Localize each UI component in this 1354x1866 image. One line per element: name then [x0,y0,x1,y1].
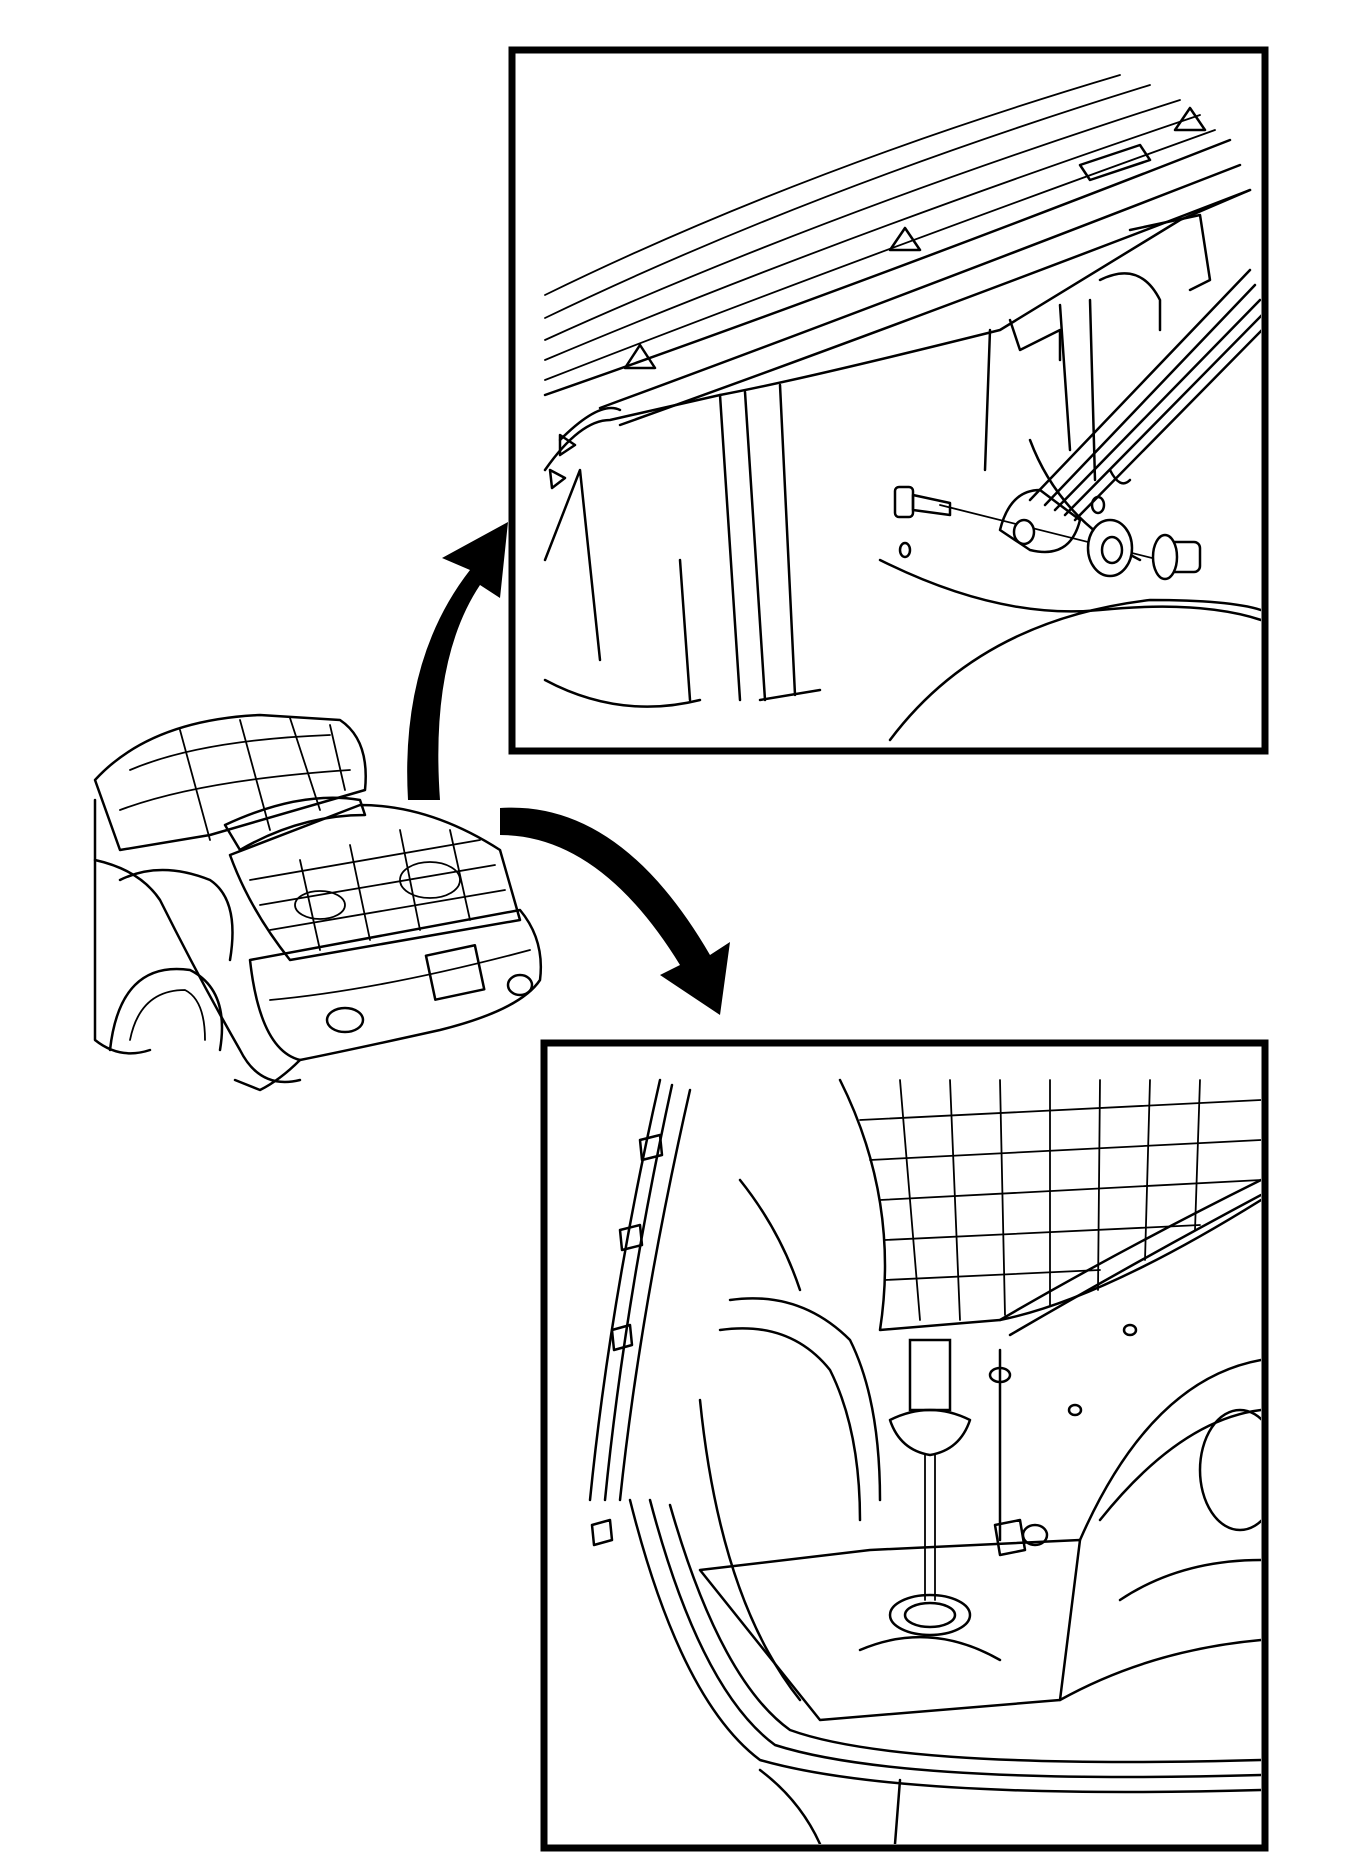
left-weatherstrip [588,1078,1261,1794]
vehicle-overview [93,713,542,1092]
lower-detail-frame [540,1039,1269,1852]
curved-arrow-up-icon [407,522,508,800]
curved-arrow-down-icon [500,807,730,1015]
upper-detail-panel [508,46,1269,755]
body-side [93,798,152,1055]
upper-detail-frame [508,46,1269,755]
push-retainer-icon [888,1408,972,1457]
stud-icon [908,1338,952,1412]
tail-lamp-left [325,1006,365,1034]
spare-tire-tub [1058,1358,1261,1702]
seatback-grid [838,1078,1261,1337]
trim-panel-body [543,188,1261,742]
upper-trim-lines [543,74,1252,427]
floor-fastener [698,1323,1138,1722]
lower-detail-panel [540,1039,1269,1852]
rear-fascia [248,908,542,1062]
harness-strap [998,268,1261,554]
hole-icon [1012,518,1036,546]
trunk-cavity [228,803,522,962]
license-plate-pocket [424,944,486,1001]
fastener-stack [893,485,1202,581]
roof-outline [93,713,367,852]
retainer-tabs [623,106,1207,370]
floor-hole-icon [888,1593,972,1637]
trunk-lid [223,796,367,852]
tail-lamp-right [506,973,534,997]
floor-pan [698,1538,1082,1722]
wheel-arch [108,967,224,1052]
bolt-head-icon [893,485,915,519]
